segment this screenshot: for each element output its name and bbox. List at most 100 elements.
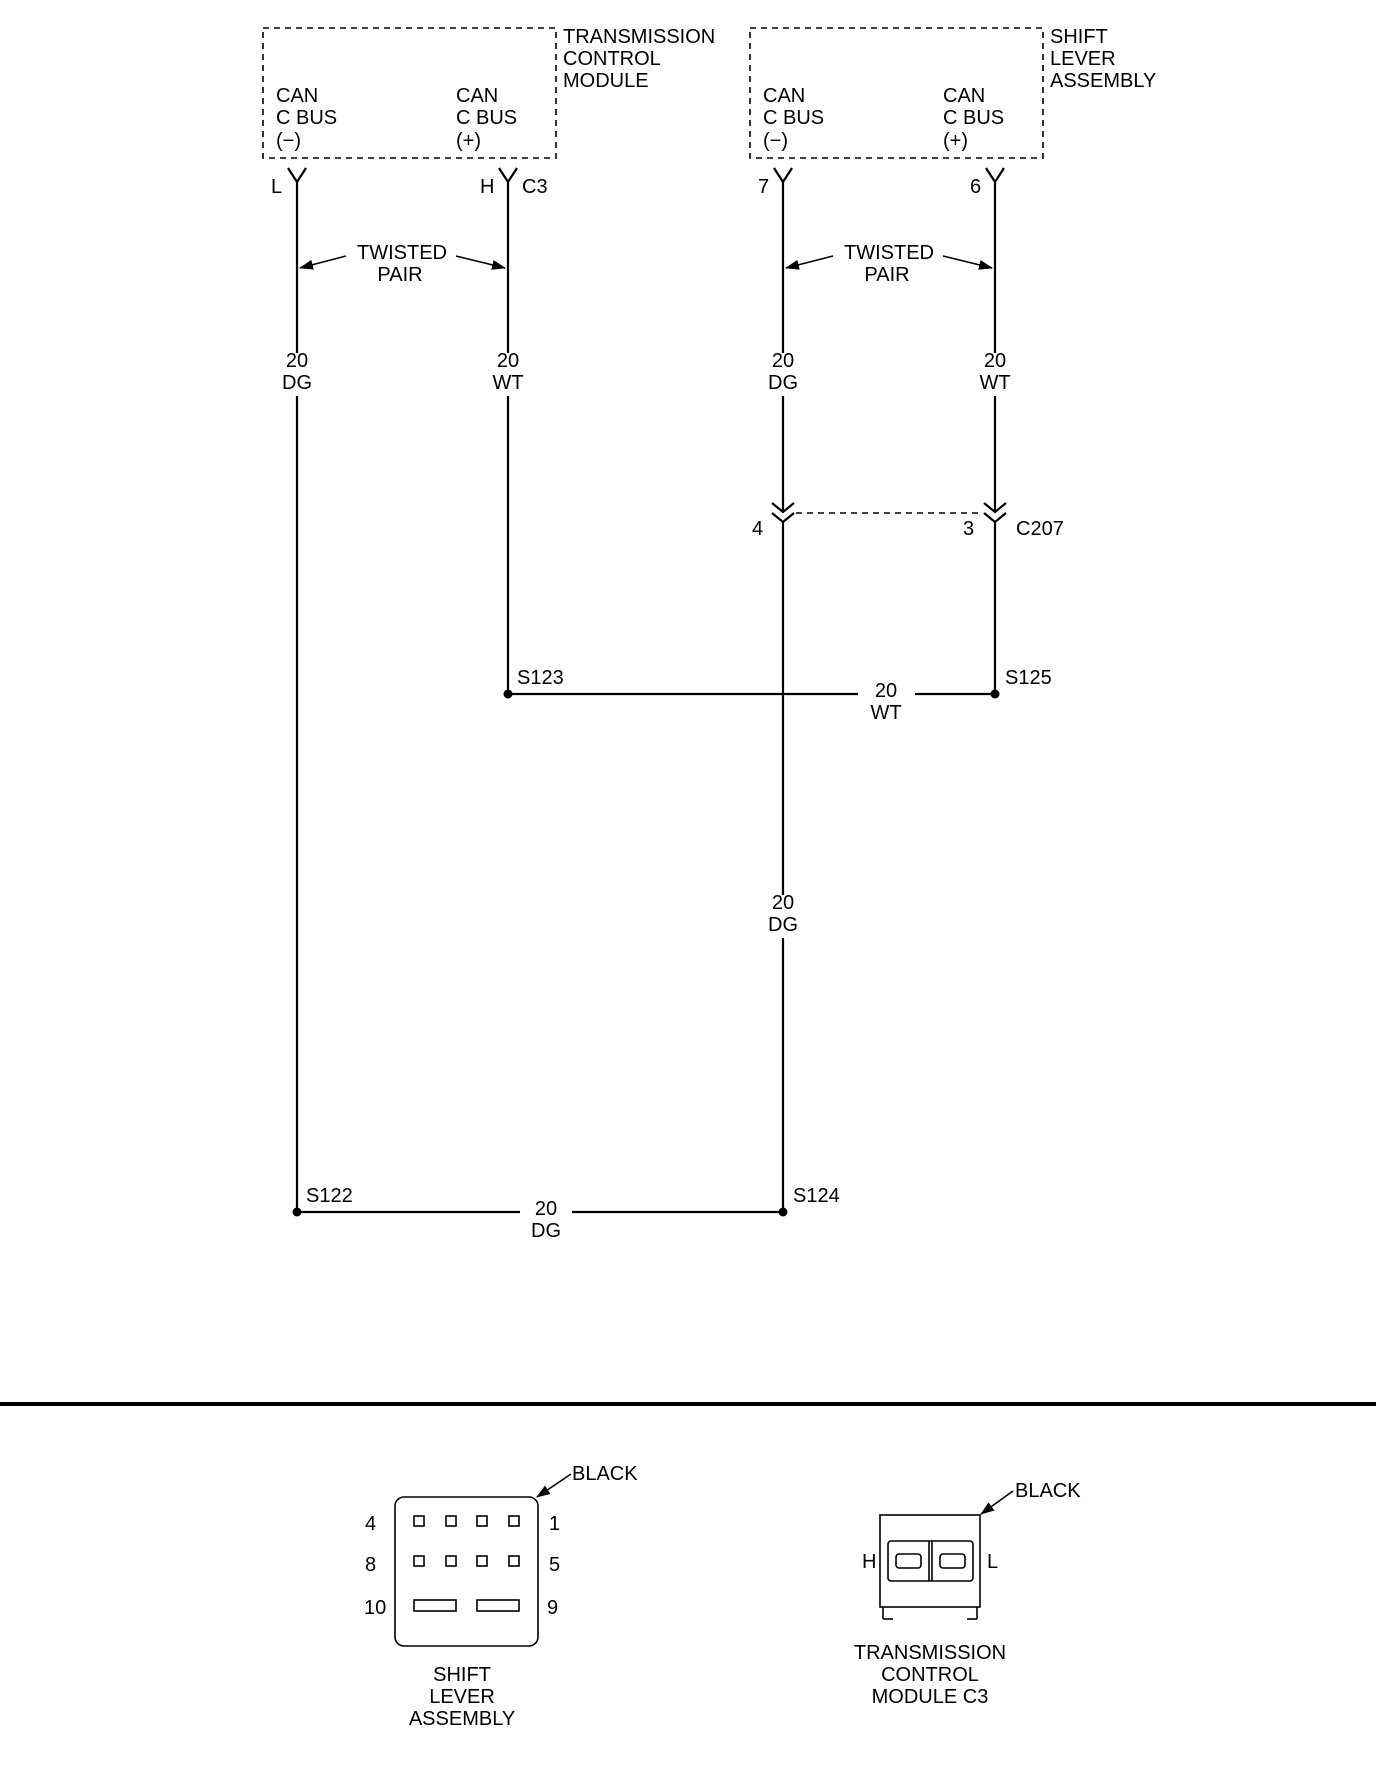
shift-lever-title-line2: LEVER (1050, 48, 1116, 70)
shift-lever-terminals: 7 6 (758, 167, 1005, 198)
tcm-terminals: L H C3 (271, 167, 548, 198)
wire-label-splice-wt-color: WT (870, 702, 901, 724)
shift-lever-color-leader (536, 1473, 572, 1498)
shift-lever-cavity (445, 1515, 457, 1527)
tcm-pin-plus-label-2: C BUS (456, 107, 517, 129)
shift-lever-pin-minus-label-3: (−) (763, 130, 788, 152)
shift-lever-pin-4: 4 (365, 1513, 376, 1535)
tcm-pin-plus-label-3: (+) (456, 130, 481, 152)
tcm-c3-latch-housing (887, 1540, 974, 1582)
wire-label-slv-minus-color: DG (768, 372, 798, 394)
twisted-pair-right-arrow-b (942, 255, 993, 270)
shift-lever-cavity (445, 1555, 457, 1567)
shift-lever-pin-5: 5 (549, 1554, 560, 1576)
wire-label-slv-minus-lower-gauge: 20 (772, 892, 794, 914)
wire-label-splice-wt-gauge: 20 (875, 680, 897, 702)
tcm-pin-minus-label-3: (−) (276, 130, 301, 152)
tcm-c3-cavity-h (895, 1553, 922, 1569)
twisted-pair-right: TWISTED PAIR (785, 242, 993, 286)
tcm-connector-c3: C3 (522, 176, 548, 198)
splice-s123-dot (503, 689, 513, 699)
shift-lever-cavity (476, 1515, 488, 1527)
tcm-terminal-h (498, 167, 518, 185)
shift-lever-title-line1: SHIFT (1050, 26, 1108, 48)
twisted-pair-left-line1: TWISTED (357, 242, 447, 264)
shift-lever-terminal-7 (773, 167, 793, 185)
tcm-c3-caption-1: TRANSMISSION (854, 1642, 1006, 1664)
shift-lever-terminal-6 (985, 167, 1005, 185)
tcm-c3-connector-color: BLACK (1015, 1480, 1081, 1502)
wire-label-tcm-plus-color: WT (492, 372, 523, 394)
shift-lever-cavity (508, 1555, 520, 1567)
twisted-pair-left-arrow-b (455, 255, 506, 270)
inline-connector-c207: 4 3 C207 (752, 502, 1064, 540)
shift-lever-connector-color: BLACK (572, 1463, 638, 1485)
shift-lever-pin-1: 1 (549, 1513, 560, 1535)
splice-s124-dot (778, 1207, 788, 1217)
shift-lever-connector-body (394, 1496, 539, 1647)
shift-lever-large-cavity (413, 1599, 457, 1612)
twisted-pair-right-line1: TWISTED (844, 242, 934, 264)
tcm-terminal-l (287, 167, 307, 185)
shift-lever-caption-3: ASSEMBLY (409, 1708, 515, 1730)
c207-label: C207 (1016, 518, 1064, 540)
tcm-pin-plus-label-1: CAN (456, 85, 498, 107)
tcm-pin-minus-label-1: CAN (276, 85, 318, 107)
tcm-title-line1: TRANSMISSION (563, 26, 715, 48)
wire-label-splice-dg-color: DG (531, 1220, 561, 1242)
tcm-c3-pin-l: L (987, 1551, 998, 1573)
wire-label-slv-minus-lower-color: DG (768, 914, 798, 936)
shift-lever-pin-9: 9 (547, 1597, 558, 1619)
wires (295, 182, 997, 1214)
shift-lever-cavity-7: 7 (758, 176, 769, 198)
shift-lever-connector-view: BLACK 4 1 8 5 10 9 SHIFT LEVER ASSEMBLY (364, 1463, 638, 1730)
splice-s125-label: S125 (1005, 667, 1052, 689)
splice-s122-label: S122 (306, 1185, 353, 1207)
wire-label-tcm-minus-color: DG (282, 372, 312, 394)
shift-lever-cavity-6: 6 (970, 176, 981, 198)
c207-pin3-chevron-upper (983, 502, 1007, 514)
shift-lever-cavity (508, 1515, 520, 1527)
tcm-title-line3: MODULE (563, 70, 649, 92)
tcm-c3-connector-body (879, 1514, 981, 1608)
shift-lever-caption-1: SHIFT (433, 1664, 491, 1686)
shift-lever-pin-minus-label-2: C BUS (763, 107, 824, 129)
splice-s122-dot (292, 1207, 302, 1217)
shift-lever-cavity (413, 1555, 425, 1567)
tcm-c3-connector-view: H L BLACK TRANSMISSION CONTROL MODULE C3 (854, 1480, 1081, 1708)
shift-lever-dashed-box (749, 27, 1044, 159)
shift-lever-component: SHIFT LEVER ASSEMBLY CAN C BUS (−) CAN C… (749, 26, 1156, 159)
shift-lever-large-cavity (476, 1599, 520, 1612)
c207-pin4-chevron-upper (771, 502, 795, 514)
splice-s123-label: S123 (517, 667, 564, 689)
shift-lever-pin-plus-label-2: C BUS (943, 107, 1004, 129)
splices: S123 S125 S122 S124 (292, 667, 1052, 1217)
shift-lever-pin-10: 10 (364, 1597, 386, 1619)
shift-lever-title-line3: ASSEMBLY (1050, 70, 1156, 92)
twisted-pair-right-line2: PAIR (864, 264, 909, 286)
shift-lever-caption-2: LEVER (429, 1686, 495, 1708)
wire-label-splice-dg-gauge: 20 (535, 1198, 557, 1220)
wire-label-tcm-plus-gauge: 20 (497, 350, 519, 372)
tcm-c3-caption-3: MODULE C3 (872, 1686, 989, 1708)
shift-lever-pin-plus-label-3: (+) (943, 130, 968, 152)
splice-s125-dot (990, 689, 1000, 699)
c207-pin-3: 3 (963, 518, 974, 540)
splice-s124-label: S124 (793, 1185, 840, 1207)
shift-lever-pin-8: 8 (365, 1554, 376, 1576)
shift-lever-cavity (413, 1515, 425, 1527)
wire-label-slv-minus-gauge: 20 (772, 350, 794, 372)
tcm-c3-cavity-l (939, 1553, 966, 1569)
tcm-component: TRANSMISSION CONTROL MODULE CAN C BUS (−… (262, 26, 715, 159)
tcm-cavity-h: H (480, 176, 494, 198)
twisted-pair-left-arrow-a (299, 255, 347, 270)
twisted-pair-right-arrow-a (785, 255, 834, 270)
c207-pin3-chevron-lower (983, 512, 1007, 524)
twisted-pair-left: TWISTED PAIR (299, 242, 506, 286)
tcm-c3-caption-2: CONTROL (881, 1664, 979, 1686)
wire-label-tcm-minus-gauge: 20 (286, 350, 308, 372)
wire-label-slv-plus-color: WT (979, 372, 1010, 394)
shift-lever-pin-minus-label-1: CAN (763, 85, 805, 107)
c207-pin4-chevron-lower (771, 512, 795, 524)
